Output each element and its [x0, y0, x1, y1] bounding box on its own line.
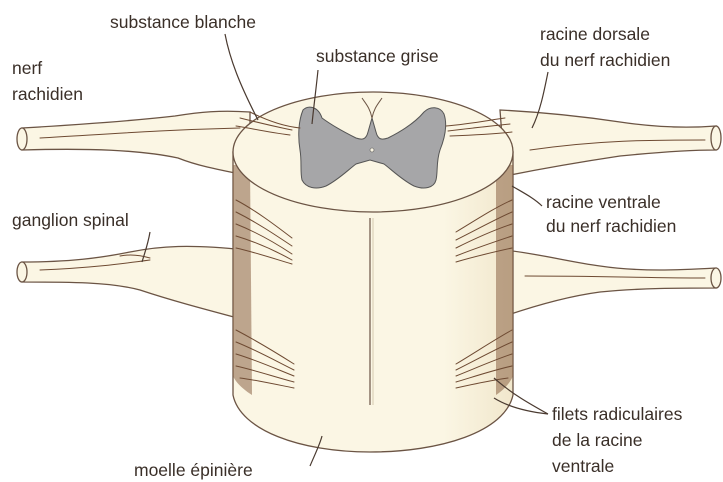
label-substance-grise: substance grise — [316, 46, 439, 66]
label-racine-ventrale-line2: du nerf rachidien — [546, 216, 676, 236]
lower-left-nerve-cut-end — [17, 262, 27, 282]
label-moelle-epiniere: moelle épinière — [134, 460, 253, 480]
spinal-cord — [233, 92, 513, 452]
leader-substance-blanche — [225, 34, 258, 120]
right-shadow-band — [496, 165, 513, 395]
label-nerf-line1: nerf — [12, 58, 42, 78]
upper-right-spinal-nerve — [500, 110, 721, 176]
label-nerf-line2: rachidien — [12, 84, 83, 104]
label-racine-ventrale-line1: racine ventrale — [546, 192, 661, 212]
label-racine-dorsale-line2: du nerf rachidien — [540, 50, 670, 70]
lower-right-nerve-cut-end — [711, 268, 721, 288]
label-filets-line3: ventrale — [552, 456, 614, 476]
upper-left-spinal-nerve — [17, 111, 250, 176]
lower-left-spinal-nerve — [17, 246, 245, 320]
central-canal — [370, 148, 374, 152]
upper-right-nerve-cut-end — [711, 126, 721, 150]
leader-racine-ventrale — [512, 186, 542, 206]
label-ganglion-spinal: ganglion spinal — [12, 210, 129, 230]
lower-right-spinal-nerve — [505, 250, 721, 316]
label-filets-line2: de la racine — [552, 430, 642, 450]
label-racine-dorsale-line1: racine dorsale — [540, 24, 650, 44]
label-substance-blanche: substance blanche — [110, 12, 256, 32]
label-filets-line1: filets radiculaires — [552, 404, 683, 424]
upper-left-nerve-cut-end — [17, 128, 27, 150]
left-shadow-band — [233, 165, 252, 395]
